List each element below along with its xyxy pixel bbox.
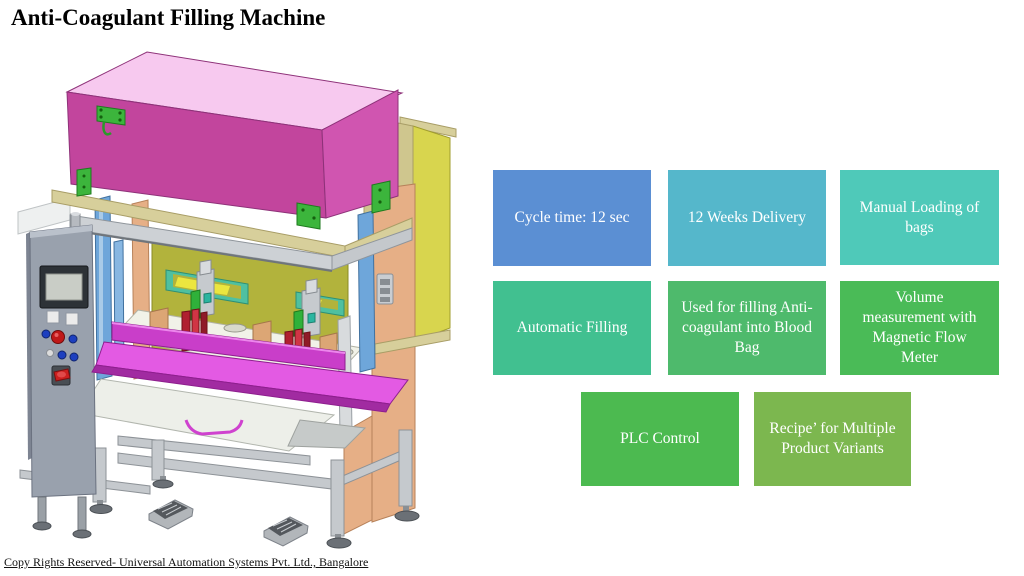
copyright-notice: Copy Rights Reserved- Universal Automati… xyxy=(4,555,369,569)
feature-label: PLC Control xyxy=(620,430,700,448)
foot-pedal-1 xyxy=(148,499,194,530)
adjustable-feet xyxy=(89,476,352,549)
top-frame-beams xyxy=(51,189,413,272)
hmi-screen xyxy=(39,265,89,309)
machine-hood xyxy=(65,51,404,219)
feature-box-plc-control: PLC Control xyxy=(581,392,739,486)
feature-box-volume-measurement: Volume measurement with Magnetic Flow Me… xyxy=(840,281,999,375)
feature-label: Recipe’ for Multiple Product Variants xyxy=(769,420,896,457)
foot-pedal-2 xyxy=(263,516,309,547)
feature-label: 12 Weeks Delivery xyxy=(687,209,807,227)
feature-label: Manual Loading of bags xyxy=(859,198,980,236)
page-title: Anti-Coagulant Filling Machine xyxy=(11,5,326,30)
loading-tray xyxy=(91,321,409,436)
feature-box-delivery: 12 Weeks Delivery xyxy=(668,170,826,266)
feature-box-recipe: Recipe’ for Multiple Product Variants xyxy=(754,392,911,486)
feature-box-manual-loading: Manual Loading of bags xyxy=(840,170,999,265)
feature-label: Automatic Filling xyxy=(516,319,628,337)
cabinet-buttons xyxy=(41,310,79,362)
feature-box-usage: Used for filling Anti-coagulant into Blo… xyxy=(668,281,826,375)
feature-box-cycle-time: Cycle time: 12 sec xyxy=(493,170,651,266)
feature-label: Used for filling Anti-coagulant into Blo… xyxy=(681,299,813,356)
main-power-switch xyxy=(51,365,71,386)
junction-box xyxy=(376,273,394,305)
hood-lifting-brackets xyxy=(76,105,391,230)
feature-label: Volume measurement with Magnetic Flow Me… xyxy=(862,289,977,366)
right-leg xyxy=(394,429,420,522)
feature-label: Cycle time: 12 sec xyxy=(514,209,630,227)
feature-box-automatic-filling: Automatic Filling xyxy=(493,281,651,375)
